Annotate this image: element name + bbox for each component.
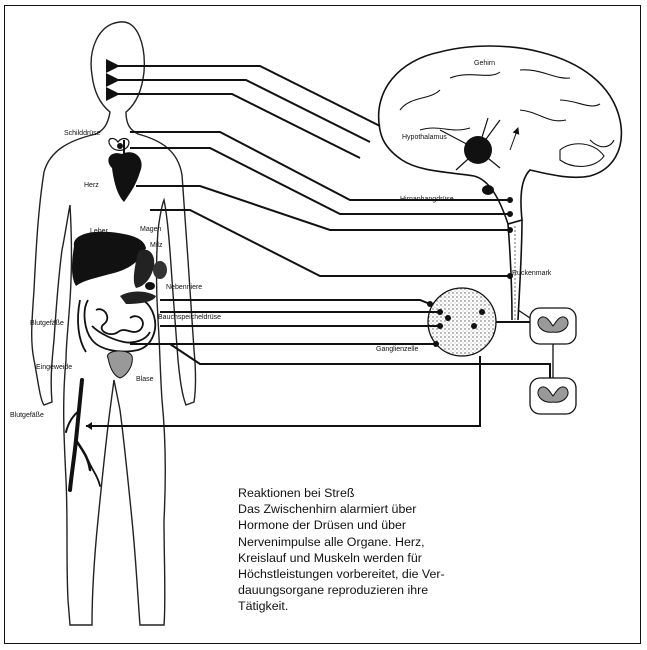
label-hirnanhangdruese: Hirnanhangdrüse xyxy=(400,196,454,203)
bladder-organ xyxy=(108,351,133,378)
label-nebenniere: Nebenniere xyxy=(166,284,202,291)
label-blase: Blase xyxy=(136,376,154,383)
label-gehirn: Gehirn xyxy=(474,60,495,67)
caption-line: Nervenimpulse alle Organe. Herz, xyxy=(238,534,498,550)
label-leber: Leber xyxy=(90,228,108,235)
leg-vessels xyxy=(66,380,100,490)
caption-line: Das Zwischenhirn alarmiert über xyxy=(238,501,498,517)
caption-line: dauungsorgane reproduzieren ihre xyxy=(238,582,498,598)
caption-line: Hormone der Drüsen und über xyxy=(238,517,498,533)
adrenal-organ xyxy=(145,282,155,290)
label-eingeweide: Eingeweide xyxy=(36,364,72,371)
caption: Reaktionen bei Streß Das Zwischenhirn al… xyxy=(238,485,498,615)
label-schilddruese: Schilddrüse xyxy=(64,130,101,137)
label-bauchspeicheldruese: Bauchspeicheldrüse xyxy=(158,314,221,321)
label-magen: Magen xyxy=(140,226,161,233)
spinal-segment-upper xyxy=(530,308,576,344)
caption-line: Reaktionen bei Streß xyxy=(238,485,498,501)
label-hypothalamus: Hypothalamus xyxy=(402,134,447,141)
pancreas-organ xyxy=(120,292,156,305)
thyroid-organ xyxy=(109,138,129,150)
label-herz: Herz xyxy=(84,182,99,189)
spleen-organ xyxy=(153,261,167,279)
label-rueckenmark: Ruckenmark xyxy=(512,270,551,277)
caption-line: Tätigkeit. xyxy=(238,598,498,614)
label-ganglienzelle: Ganglienzelle xyxy=(376,346,418,353)
label-blutgefaesse-leg: Blutgefäße xyxy=(10,412,44,419)
label-milz: Milz xyxy=(150,242,162,249)
caption-line: Höchstleistungen vorbereitet, die Ver- xyxy=(238,566,498,582)
spinal-segment-lower xyxy=(530,378,576,414)
label-blutgefaesse-upper: Blutgefäße xyxy=(30,320,64,327)
heart-organ xyxy=(108,152,141,202)
caption-line: Kreislauf und Muskeln werden für xyxy=(238,550,498,566)
